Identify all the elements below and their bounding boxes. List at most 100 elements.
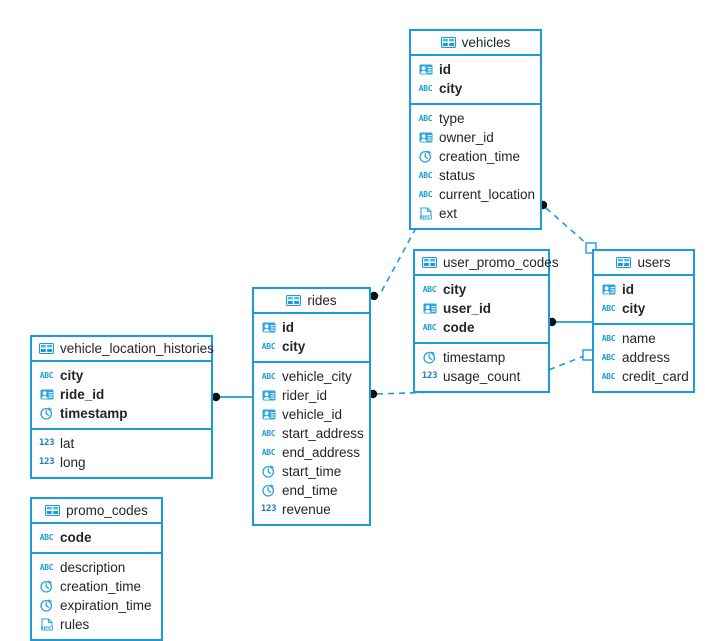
field-row[interactable]: ride_id xyxy=(32,385,211,404)
edge-vehicle_location_histories-rides[interactable] xyxy=(211,392,252,402)
field-row[interactable]: creation_time xyxy=(32,577,161,596)
field-name: status xyxy=(439,167,476,183)
edge-marker-dot xyxy=(211,392,221,402)
entity-fields: ABC type owner_id creation_time ABC stat… xyxy=(411,103,540,228)
field-row[interactable]: ABC type xyxy=(411,109,540,128)
field-row[interactable]: id xyxy=(411,60,540,79)
key-id-icon xyxy=(39,388,54,402)
field-name: description xyxy=(60,559,126,575)
field-row[interactable]: ABC start_address xyxy=(254,424,369,443)
table-grid-icon xyxy=(440,36,456,50)
field-row[interactable]: ABC name xyxy=(594,329,693,348)
entity-vehicles[interactable]: vehicles id ABC city ABC type xyxy=(409,29,542,230)
json-file-icon: JSON xyxy=(418,207,433,221)
field-row[interactable]: ABC status xyxy=(411,166,540,185)
edge-marker-dot xyxy=(369,291,379,301)
entity-primary-keys: id ABC city xyxy=(254,314,369,361)
field-row[interactable]: ABC city xyxy=(32,366,211,385)
field-name: revenue xyxy=(282,501,331,517)
abc-text-icon: ABC xyxy=(418,170,433,180)
entity-vehicle_location_histories[interactable]: vehicle_location_histories ABC city ride… xyxy=(30,335,214,479)
abc-text-icon: ABC xyxy=(39,562,54,572)
field-row[interactable]: id xyxy=(254,318,369,337)
abc-text-icon: ABC xyxy=(418,189,433,199)
field-row[interactable]: start_time xyxy=(254,462,369,481)
field-row[interactable]: owner_id xyxy=(411,128,540,147)
edge-vehicles-users[interactable] xyxy=(538,200,597,254)
field-name: credit_card xyxy=(622,368,689,384)
entity-title: user_promo_codes xyxy=(443,255,559,270)
field-name: end_time xyxy=(282,482,338,498)
entity-header-vehicle_location_histories[interactable]: vehicle_location_histories xyxy=(32,337,214,362)
field-name: long xyxy=(60,454,86,470)
field-name: rider_id xyxy=(282,387,328,403)
entity-header-promo_codes[interactable]: promo_codes xyxy=(32,499,161,524)
field-row[interactable]: ABC description xyxy=(32,558,161,577)
field-row[interactable]: ABC current_location xyxy=(411,185,540,204)
key-id-icon xyxy=(601,283,616,297)
abc-text-icon: ABC xyxy=(418,83,433,93)
field-name: start_time xyxy=(282,463,342,479)
entity-fields: ABC vehicle_city rider_id vehicle_id ABC… xyxy=(254,361,369,524)
field-row[interactable]: ABC code xyxy=(415,318,548,337)
entity-promo_codes[interactable]: promo_codes ABC code ABC description cre… xyxy=(30,497,163,641)
field-row[interactable]: vehicle_id xyxy=(254,405,369,424)
clock-icon xyxy=(418,150,433,164)
svg-text:JSON: JSON xyxy=(41,626,52,631)
entity-header-user_promo_codes[interactable]: user_promo_codes xyxy=(415,251,559,276)
field-row[interactable]: rider_id xyxy=(254,386,369,405)
field-row[interactable]: ABC city xyxy=(254,337,369,356)
entity-rides[interactable]: rides id ABC city ABC vehicle_city xyxy=(252,287,371,526)
table-grid-icon xyxy=(616,256,632,270)
number-icon: 123 xyxy=(260,504,277,514)
field-name: code xyxy=(60,529,92,545)
field-row[interactable]: ABC city xyxy=(411,79,540,98)
field-name: start_address xyxy=(282,425,364,441)
entity-title: rides xyxy=(307,293,337,308)
field-row[interactable]: ABC credit_card xyxy=(594,367,693,386)
entity-header-users[interactable]: users xyxy=(594,251,693,276)
field-row[interactable]: 123 revenue xyxy=(254,500,369,519)
field-row[interactable]: creation_time xyxy=(411,147,540,166)
field-row[interactable]: 123 usage_count xyxy=(415,367,548,386)
field-row[interactable]: id xyxy=(594,280,693,299)
entity-users[interactable]: users id ABC city ABC name ABC address xyxy=(592,249,695,393)
entity-user_promo_codes[interactable]: user_promo_codes ABC city user_id ABC co… xyxy=(413,249,559,393)
field-row[interactable]: user_id xyxy=(415,299,548,318)
field-row[interactable]: ABC code xyxy=(32,528,161,547)
field-row[interactable]: JSON rules xyxy=(32,615,161,634)
field-name: rules xyxy=(60,616,90,632)
abc-text-icon: ABC xyxy=(422,284,437,294)
entity-header-rides[interactable]: rides xyxy=(254,289,369,314)
field-row[interactable]: ABC address xyxy=(594,348,693,367)
field-row[interactable]: timestamp xyxy=(32,404,211,423)
key-id-icon xyxy=(261,321,276,335)
field-name: address xyxy=(622,349,671,365)
field-row[interactable]: ABC vehicle_city xyxy=(254,367,369,386)
field-row[interactable]: ABC end_address xyxy=(254,443,369,462)
entity-fields: 123 lat 123 long xyxy=(32,428,211,477)
field-name: city xyxy=(282,338,306,354)
field-row[interactable]: 123 long xyxy=(32,453,211,472)
field-row[interactable]: ABC city xyxy=(415,280,548,299)
field-row[interactable]: end_time xyxy=(254,481,369,500)
field-row[interactable]: timestamp xyxy=(415,348,548,367)
field-name: id xyxy=(439,61,451,77)
field-name: timestamp xyxy=(60,405,128,421)
field-row[interactable]: expiration_time xyxy=(32,596,161,615)
key-id-icon xyxy=(422,302,437,316)
field-row[interactable]: JSON ext xyxy=(411,204,540,223)
entity-primary-keys: ABC city user_id ABC code xyxy=(415,276,548,342)
json-file-icon: JSON xyxy=(39,618,54,632)
entity-fields: timestamp 123 usage_count xyxy=(415,342,548,391)
field-name: code xyxy=(443,319,475,335)
field-row[interactable]: 123 lat xyxy=(32,434,211,453)
clock-icon xyxy=(261,465,276,479)
clock-icon xyxy=(261,484,276,498)
number-icon: 123 xyxy=(421,371,438,381)
entity-primary-keys: ABC code xyxy=(32,524,161,552)
field-row[interactable]: ABC city xyxy=(594,299,693,318)
edge-user_promo_codes-users[interactable] xyxy=(547,317,592,327)
key-id-icon xyxy=(261,408,276,422)
entity-header-vehicles[interactable]: vehicles xyxy=(411,31,540,56)
